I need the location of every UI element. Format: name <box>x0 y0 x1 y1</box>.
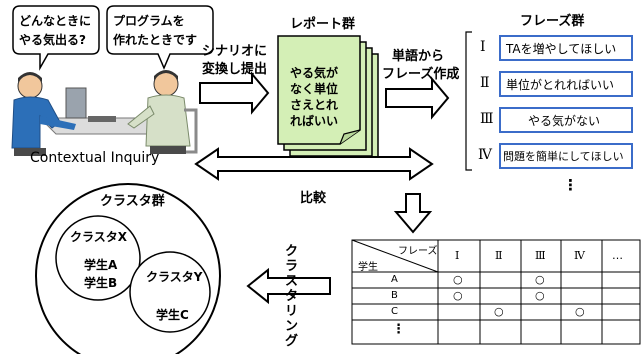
contextual-inquiry-caption: Contextual Inquiry <box>30 150 160 166</box>
matrix-row-b-label: B <box>391 290 398 301</box>
reports-title: レポート群 <box>290 17 356 32</box>
cluster-diagram <box>35 183 221 354</box>
clusters-title: クラスタ群 <box>100 194 165 209</box>
arrow-down-to-matrix <box>393 193 433 234</box>
clustering-char-5: リ <box>285 304 299 319</box>
matrix-cell-c-2: ○ <box>494 305 504 318</box>
phrase-boxes <box>499 35 633 169</box>
bubble-left-line2: やる気出る? <box>19 33 86 47</box>
bubble-left-line1: どんなときに <box>19 14 92 28</box>
clustering-char-7: グ <box>285 334 299 349</box>
arrow-to-phrases <box>385 76 450 120</box>
phrase-numeral-2: Ⅱ <box>480 75 490 91</box>
cluster-x-member-2: 学生B <box>84 276 118 290</box>
clustering-char-2: ラ <box>285 259 299 274</box>
compare-double-arrow <box>194 147 434 181</box>
bubble-right-line1: プログラムを <box>113 14 185 28</box>
report-text-line1: やる気が <box>290 66 339 80</box>
phrase-text-3: やる気がない <box>528 114 601 128</box>
matrix-corner-top: フレーズ <box>398 246 438 257</box>
clustering-char-4: タ <box>285 289 299 304</box>
clustering-char-1: ク <box>285 244 299 259</box>
phrase-numeral-4: Ⅳ <box>478 147 492 163</box>
report-stack <box>277 35 379 163</box>
phrases-title: フレーズ群 <box>520 14 585 29</box>
matrix-row-c-label: C <box>391 306 398 317</box>
phrase-text-2: 単位がとれればいい <box>506 78 615 92</box>
scenario-step-line2: 変換し提出 <box>202 62 268 77</box>
matrix-cell-b-3: ○ <box>535 289 545 302</box>
matrix-col-3: Ⅲ <box>535 249 546 262</box>
matrix-cell-a-1: ○ <box>453 273 463 286</box>
matrix-cell-c-4: ○ <box>575 305 585 318</box>
interview-illustration <box>11 70 198 156</box>
cluster-y-member: 学生C <box>156 308 189 322</box>
report-text-line4: ればいい <box>290 114 339 128</box>
scenario-step-line1: シナリオに <box>202 44 268 59</box>
arrow-to-clusters <box>246 267 331 305</box>
cluster-x-member-1: 学生A <box>84 258 118 272</box>
phrase-numeral-1: Ⅰ <box>480 39 486 55</box>
compare-label: 比較 <box>300 191 327 206</box>
matrix-cell-b-1: ○ <box>453 289 463 302</box>
matrix-cell-a-3: ○ <box>535 273 545 286</box>
matrix-grid <box>351 239 641 345</box>
matrix-col-4: Ⅳ <box>574 249 585 262</box>
matrix-col-1: Ⅰ <box>455 249 460 262</box>
matrix-row-a-label: A <box>391 274 398 285</box>
arrow-to-reports <box>199 71 270 115</box>
phrase-text-1: TAを増やしてほしい <box>506 42 617 56</box>
phrases-more: ⋮ <box>563 176 578 194</box>
report-text-line3: さえとれ <box>290 98 339 112</box>
phrase-step-line2: フレーズ作成 <box>382 67 460 82</box>
matrix-more-rows: ⋮ <box>392 322 405 337</box>
matrix-col-2: Ⅱ <box>495 249 503 262</box>
phrase-step-line1: 単語から <box>392 49 445 64</box>
clustering-char-3: ス <box>285 274 299 289</box>
phrase-text-4: 問題を簡単にしてほしい <box>503 150 624 163</box>
cluster-x-name: クラスタX <box>70 230 128 244</box>
speech-bubble-right <box>106 5 214 70</box>
bubble-right-line2: 作れたときです <box>113 33 198 47</box>
cluster-y-name: クラスタY <box>146 270 203 284</box>
matrix-col-5: … <box>612 249 623 262</box>
report-text-line2: なく単位 <box>290 82 339 96</box>
clustering-char-6: ン <box>285 319 299 334</box>
speech-bubble-left <box>12 5 100 71</box>
phrase-bracket <box>465 31 472 171</box>
matrix-corner-bottom: 学生 <box>358 262 378 273</box>
phrase-numeral-3: Ⅲ <box>480 111 494 127</box>
